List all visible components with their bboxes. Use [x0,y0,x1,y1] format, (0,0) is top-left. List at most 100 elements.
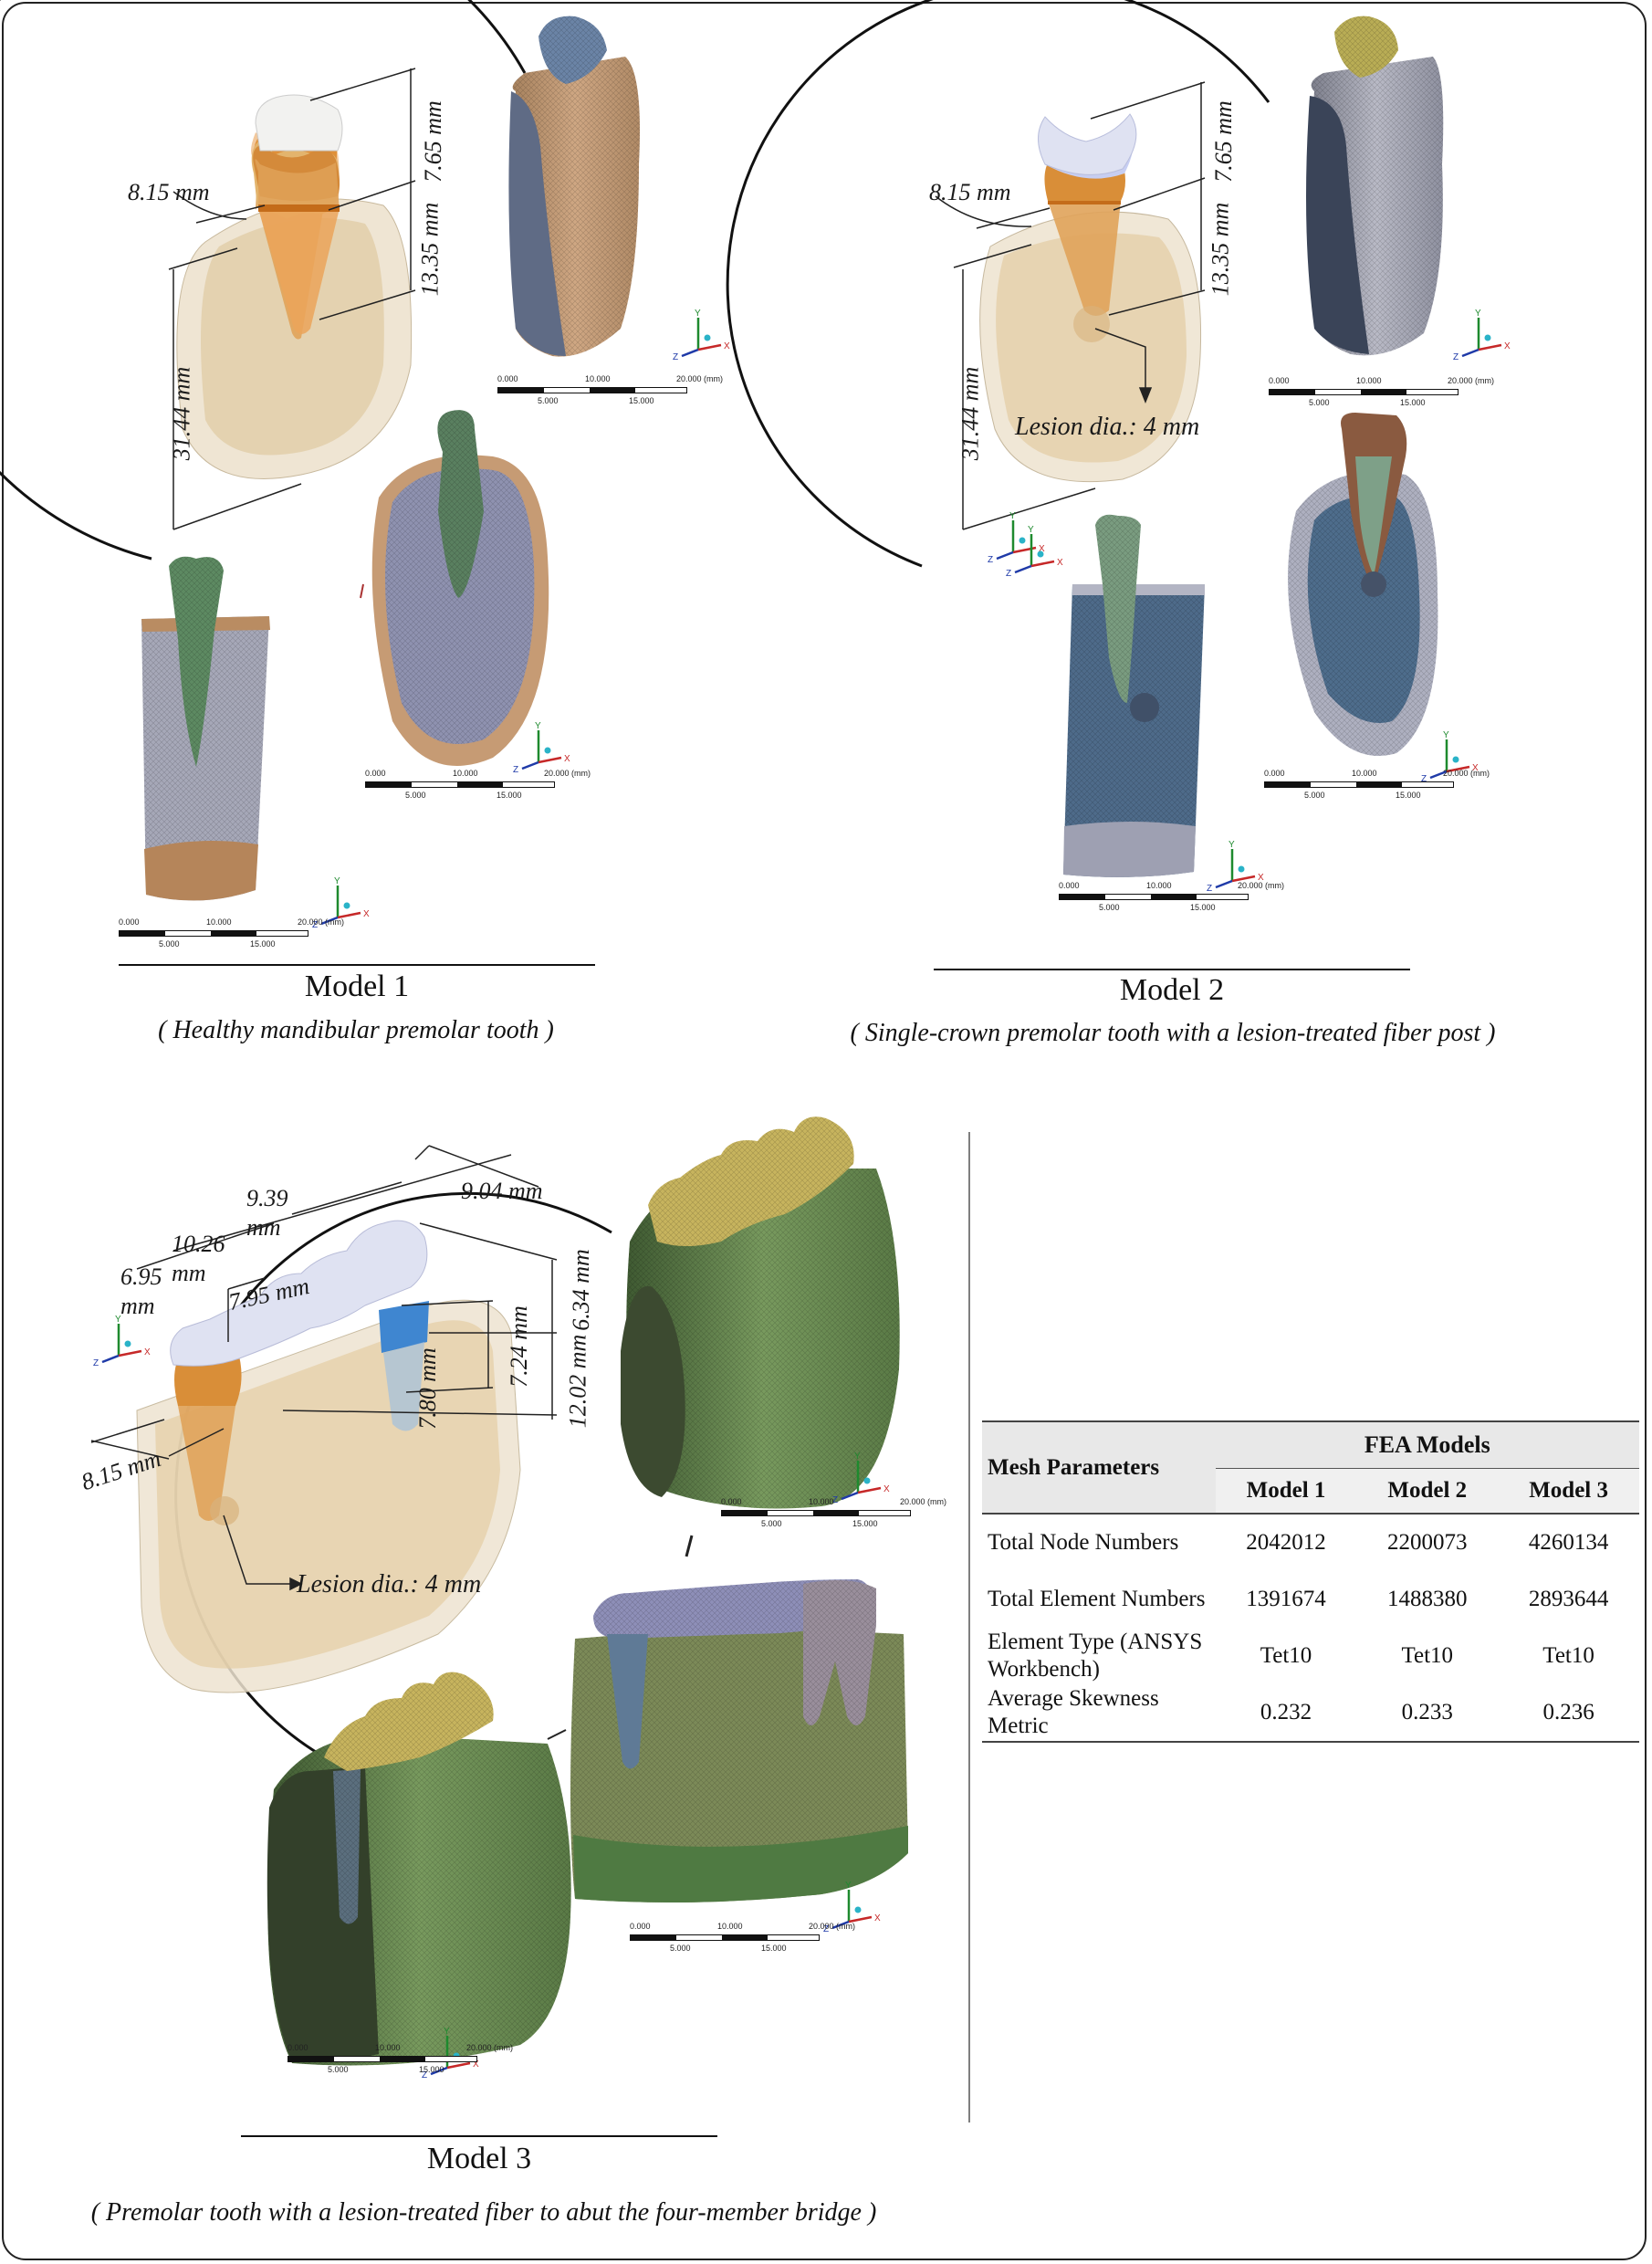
scale-label: 20.000 (mm) [676,374,724,383]
axis-label: Y [845,1881,852,1891]
scale-label: 10.000 [1146,881,1172,890]
axis-label: Z [823,1924,829,1934]
scale-label: 10.000 [1352,769,1377,778]
axis-label: X [1504,341,1511,351]
axis-label: X [1039,544,1045,554]
model3-dim-1: 6.95 mm [120,1263,162,1319]
model1-dim-bone-height: 31.44 mm [168,366,195,461]
scale-label: 5.000 [328,2065,349,2074]
axis-triad-icon: YX Z [1006,525,1063,579]
axis-label: Y [115,1315,121,1325]
scale-label: 0.000 [630,1922,651,1931]
scale-label: 15.000 [419,2065,444,2074]
axis-label: X [724,341,730,351]
scale-bar-track [119,930,308,937]
model1-transparent-model [176,94,413,479]
scale-label: 20.000 (mm) [298,917,345,927]
scale-label: 0.000 [721,1497,742,1506]
scale-label: 0.000 [1264,769,1285,778]
scale-label: 15.000 [629,396,654,405]
model3-dim-3: 9.39 mm [246,1185,288,1241]
scale-label: 15.000 [1400,398,1426,407]
table-row: Total Node Numbers 2042012 2200073 42601… [982,1514,1639,1571]
scale-label: 15.000 [1396,791,1421,800]
scale-bar-track [497,387,687,393]
scale-segment [1060,895,1105,899]
scale-segment [631,1935,676,1940]
scale-bar-track [1059,894,1249,900]
axis-label: Z [1453,352,1459,362]
model1-dim-root-length: 13.35 mm [416,202,444,297]
table-group-header: FEA Models [1215,1420,1639,1469]
model3-dim-2: 10.26 mm [172,1231,225,1286]
scale-segment [722,1935,768,1940]
axis-label: X [144,1347,151,1357]
axis-triad-icon: YXZ [823,1881,881,1934]
model3-dim-7: 7.24 mm [505,1305,532,1388]
table-column-header: Model 3 [1498,1468,1639,1515]
axis-label: Y [695,309,701,319]
axis-label: X [1472,763,1479,773]
scale-label: 5.000 [1309,398,1330,407]
scale-segment [120,931,165,936]
model3-bridge-bone-mesh [621,1116,900,1509]
axis-label: Y [1229,840,1235,850]
model1-subtitle: ( Healthy mandibular premolar tooth ) [158,1016,554,1044]
cell-value: 0.232 [1215,1684,1357,1743]
model2-dim-mesiodistal: 8.15 mm [929,179,1011,205]
axis-label: Z [93,1358,99,1368]
cell-value: 0.236 [1498,1684,1639,1743]
scale-segment [1361,390,1406,394]
axis-triad-icon: YXZ [832,1452,890,1505]
scale-segment [1151,895,1197,899]
model2-title: Model 2 [1119,973,1225,1007]
axis-label: X [363,909,370,919]
scale-label: 5.000 [1304,791,1325,800]
scale-label: 15.000 [1190,903,1216,912]
model3-cross-section-slab [570,1579,908,1902]
scale-label: 20.000 (mm) [1238,881,1285,890]
axis-label: X [884,1484,890,1494]
scale-label: 0.000 [288,2043,308,2052]
axis-triad-icon: YXZ [1207,840,1264,894]
axis-label: Y [854,1452,861,1462]
scale-label: 15.000 [761,1944,787,1953]
model3-subtitle: ( Premolar tooth with a lesion-treated f… [90,2198,877,2227]
table-column-header: Model 2 [1356,1468,1499,1515]
axis-label: Y [444,2027,450,2037]
row-label: Average Skewness Metric [982,1684,1216,1743]
cell-value: Tet10 [1401,1643,1454,1668]
axis-triad-icon: YXZ [513,721,570,775]
scale-label: 20.000 (mm) [544,769,591,778]
scale-label: 5.000 [405,791,426,800]
axis-label: Z [422,2070,427,2081]
axis-label: Z [1006,569,1011,579]
model1-oval-cross-section [371,410,549,766]
model2-dimension-lines [935,81,1206,530]
axis-label: Y [535,721,541,731]
scale-label: 0.000 [365,769,386,778]
scale-label: 10.000 [585,374,611,383]
scale-bar-track [365,781,555,788]
scale-label: 5.000 [670,1944,691,1953]
scale-segment [211,931,256,936]
scale-label: 0.000 [497,374,518,383]
axis-triad-icon: YXZ [673,309,730,362]
row-label: Total Element Numbers [988,1587,1206,1611]
row-label: Total Node Numbers [988,1530,1179,1555]
model2-subtitle: ( Single-crown premolar tooth with a les… [850,1019,1496,1047]
scale-label: 0.000 [119,917,140,927]
model3-sectioned-bone-mesh [267,1672,571,2066]
model3-dim-8: 7.80 mm [413,1347,441,1430]
axis-label: Z [1207,884,1212,894]
table-column-header: Model 1 [1215,1468,1357,1515]
axis-label: Y [1028,525,1034,535]
cell-value: 1488380 [1387,1587,1468,1611]
axis-label: X [564,754,570,764]
